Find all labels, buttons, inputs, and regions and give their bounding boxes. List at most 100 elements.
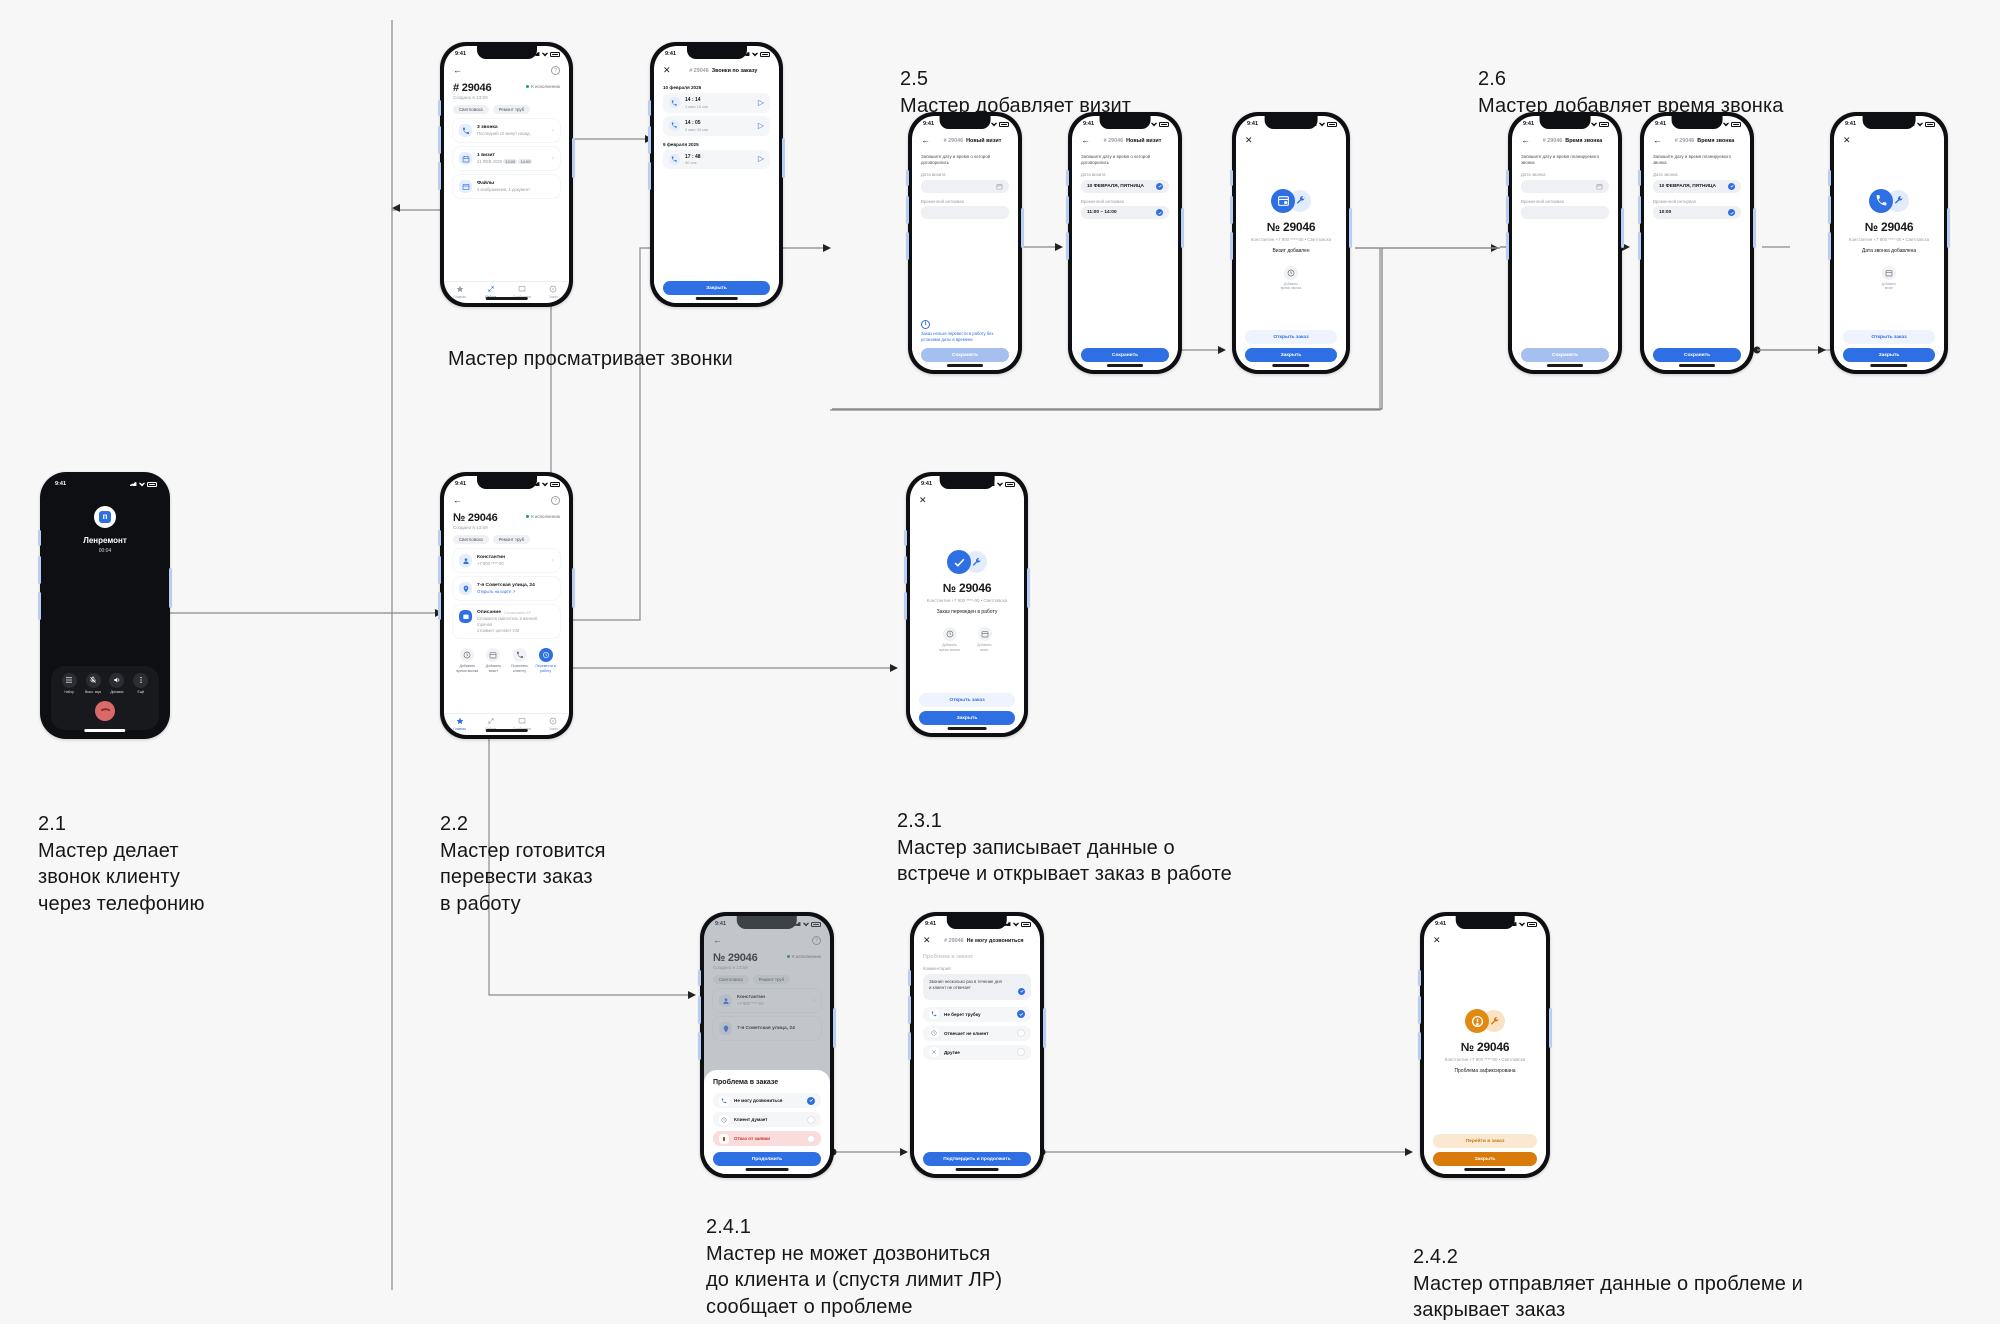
tab-home[interactable]: Главная: [444, 285, 475, 299]
call-controls: Набор Выкл. звук Динамик Ещё: [51, 665, 159, 730]
close-button[interactable]: Закрыть: [1245, 348, 1337, 362]
back-icon[interactable]: ←: [453, 495, 462, 505]
tab-orders[interactable]: Заказ: [538, 285, 569, 299]
visit-date-input[interactable]: [921, 179, 1009, 193]
tab-messages[interactable]: Сообщения: [507, 717, 538, 731]
action-add-call-time[interactable]: Добавить время звонка: [937, 627, 963, 652]
close-icon[interactable]: ✕: [1843, 135, 1851, 145]
help-icon[interactable]: ?: [812, 936, 821, 945]
action-add-visit[interactable]: Добавить визит: [972, 627, 998, 652]
time-label: Временной интервал: [1653, 198, 1697, 204]
open-order-button[interactable]: Открыть заказ: [1843, 330, 1935, 344]
play-icon[interactable]: ▷: [757, 154, 764, 164]
visit-date-input[interactable]: 10 ФЕВРАЛЯ, ПЯТНИЦА: [1081, 179, 1169, 193]
action-add-visit[interactable]: Добавить визит: [1876, 265, 1902, 291]
visit-row[interactable]: 1 визит 21 ФЕВ 2025 13:00 14:00 ›: [453, 147, 560, 170]
action-call-client[interactable]: Позвонить клиенту: [507, 648, 532, 673]
save-button[interactable]: Сохранить: [1521, 348, 1609, 362]
call-time-input[interactable]: [1521, 206, 1609, 220]
back-icon[interactable]: ←: [713, 935, 722, 945]
radio-unselected[interactable]: [807, 1134, 815, 1143]
reason-option[interactable]: Отвечает не клиент: [923, 1025, 1031, 1041]
phone-active-call: 9:41 п Ленремонт 00:04 Набор Выкл. звук: [38, 472, 172, 739]
call-key-mute[interactable]: Выкл. звук: [83, 672, 103, 694]
secondary-actions: Добавить время звонка Добавить визит: [937, 627, 998, 652]
help-icon[interactable]: ?: [551, 66, 560, 75]
open-map-link[interactable]: Открыть на карте ↗: [477, 589, 516, 595]
status-time: 9:41: [923, 121, 935, 127]
back-icon[interactable]: ←: [1081, 135, 1090, 145]
info-text: Заказ нельзя перевести в работу без уста…: [921, 331, 994, 343]
address-row[interactable]: 7-я Советская улица, 24: [713, 1017, 821, 1040]
action-add-call-time[interactable]: Добавить время звонка: [455, 648, 480, 673]
reason-option[interactable]: Другие: [923, 1044, 1031, 1060]
notch: [1264, 116, 1318, 129]
client-row[interactable]: Константин+7 900 ****-00 ›: [453, 549, 560, 572]
open-order-button[interactable]: Открыть заказ: [1245, 330, 1337, 344]
close-icon[interactable]: ✕: [919, 495, 927, 505]
close-icon[interactable]: ✕: [1433, 935, 1441, 945]
tab-messages[interactable]: Сообщения: [507, 285, 538, 299]
save-button[interactable]: Сохранить: [1653, 348, 1741, 362]
problem-option[interactable]: Клиент думает: [713, 1112, 821, 1127]
close-button[interactable]: Закрыть: [1433, 1152, 1537, 1166]
end-call-icon[interactable]: [95, 701, 115, 721]
tab-work[interactable]: Работа: [475, 717, 506, 731]
radio-unselected[interactable]: [1017, 1048, 1025, 1056]
confirm-continue-button[interactable]: Подтвердить и продолжить: [923, 1152, 1031, 1166]
play-icon[interactable]: ▷: [757, 120, 764, 130]
call-key-more[interactable]: Ещё: [131, 672, 151, 694]
continue-button[interactable]: Продолжить: [713, 1152, 821, 1166]
tab-work[interactable]: Работа: [475, 285, 506, 299]
battery-icon: [147, 481, 157, 487]
back-icon[interactable]: ←: [1653, 135, 1662, 145]
comment-input[interactable]: Звонил несколько раз в течение дня и кли…: [923, 973, 1031, 1000]
open-order-button[interactable]: Открыть заказ: [919, 693, 1015, 707]
back-icon[interactable]: ←: [453, 65, 462, 75]
radio-selected[interactable]: [807, 1096, 815, 1105]
close-button[interactable]: Закрыть: [1843, 348, 1935, 362]
call-time-input[interactable]: 10:00: [1653, 206, 1741, 220]
close-button[interactable]: Закрыть: [919, 711, 1015, 725]
visit-time-input[interactable]: 11:00 – 14:00: [1081, 206, 1169, 220]
call-date-input[interactable]: 10 ФЕВРАЛЯ, ПЯТНИЦА: [1653, 179, 1741, 193]
tab-orders[interactable]: Заказ: [538, 717, 569, 731]
action-add-visit[interactable]: Добавить визит: [481, 648, 506, 673]
back-icon[interactable]: ←: [1521, 135, 1530, 145]
reason-option[interactable]: Не берет трубку: [923, 1006, 1031, 1022]
play-icon[interactable]: ▷: [757, 97, 764, 107]
radio-selected[interactable]: [1017, 1010, 1025, 1018]
back-icon[interactable]: ←: [921, 135, 930, 145]
help-icon[interactable]: ?: [551, 496, 560, 505]
visit-time-input[interactable]: [921, 206, 1009, 220]
close-icon[interactable]: ✕: [663, 65, 671, 75]
problem-option[interactable]: Не могу дозвониться: [713, 1093, 821, 1108]
goto-order-button[interactable]: Перейти в заказ: [1433, 1134, 1537, 1148]
save-button[interactable]: Сохранить: [921, 348, 1009, 362]
close-icon[interactable]: ✕: [1245, 135, 1253, 145]
action-add-call-time[interactable]: Добавить время звонка: [1278, 265, 1304, 291]
notch: [1671, 116, 1723, 129]
client-row[interactable]: Константин+7 900 ****-00 ›: [713, 989, 821, 1012]
save-button[interactable]: Сохранить: [1081, 348, 1169, 362]
call-key-keypad[interactable]: Набор: [59, 672, 79, 694]
order-number: # 29046: [453, 82, 492, 94]
radio-unselected[interactable]: [1017, 1029, 1025, 1037]
radio-unselected[interactable]: [807, 1115, 815, 1124]
call-key-speaker[interactable]: Динамик: [107, 672, 127, 694]
call-date-input[interactable]: [1521, 179, 1609, 193]
wifi-icon: [1319, 122, 1325, 127]
close-button[interactable]: Закрыть: [663, 281, 770, 295]
close-icon[interactable]: ✕: [923, 935, 931, 945]
tab-home[interactable]: Главная: [444, 717, 475, 731]
action-move-to-work[interactable]: Перевести в работу: [533, 648, 558, 673]
visit-time-value: 11:00 – 14:00: [1087, 210, 1117, 216]
problem-option-cancel[interactable]: Отказ от заявки: [713, 1131, 821, 1146]
